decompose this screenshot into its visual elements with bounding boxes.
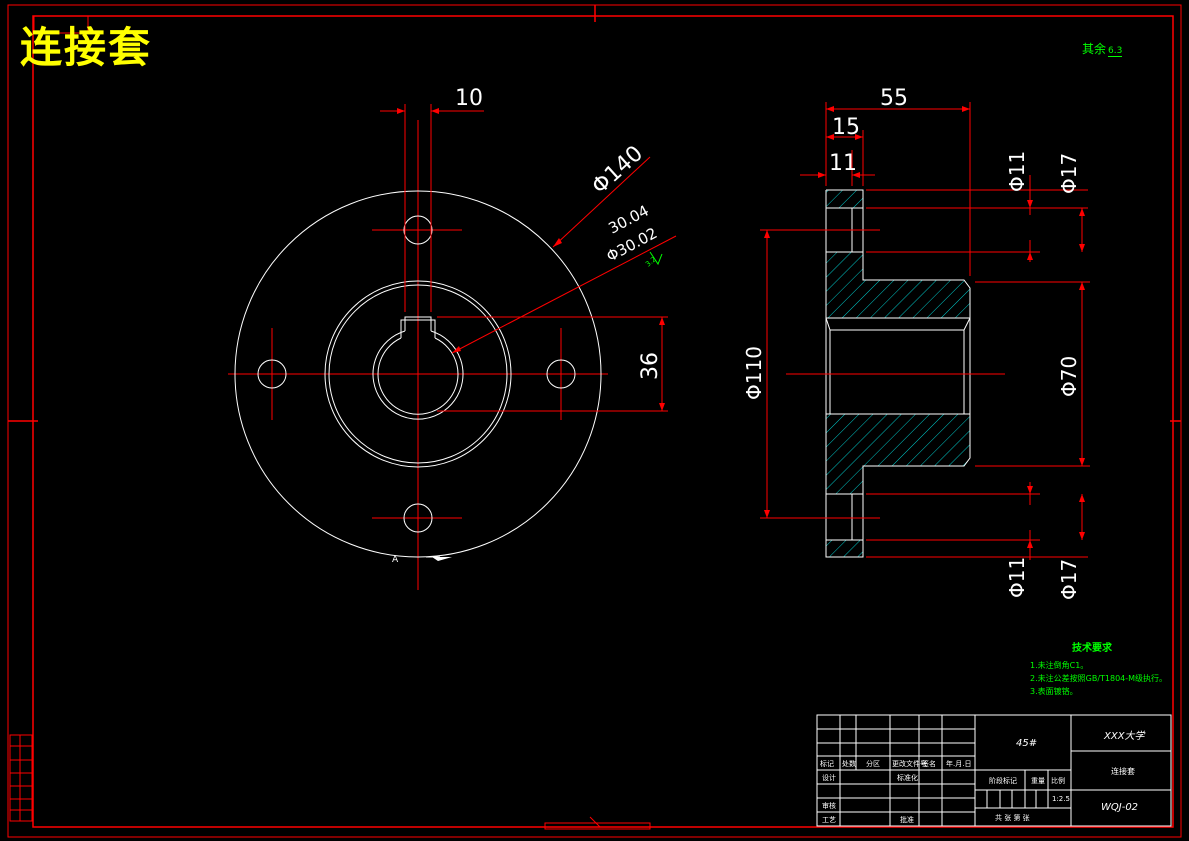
tb-stage-mark: 阶段标记 [989, 777, 1017, 785]
tb-process: 工艺 [822, 816, 836, 824]
dim-cbore-dia-top: Φ17 [1057, 153, 1081, 194]
tb-date: 年.月.日 [946, 760, 972, 768]
tb-sign: 签名 [922, 760, 936, 768]
dim-hub-dia: Φ70 [1057, 356, 1081, 397]
dim-key-depth: 36 [638, 352, 663, 380]
technical-requirements: 技术要求 1.未注倒角C1。 2.未注公差按照GB/T1804-M级执行。 3.… [1030, 642, 1167, 698]
tb-check: 审核 [822, 802, 836, 810]
tb-zone: 分区 [866, 760, 880, 768]
tb-part-name: 连接套 [1111, 767, 1135, 776]
tb-count: 处数 [842, 760, 856, 768]
dim-hole-depth: 11 [829, 151, 857, 176]
left-strip-table [9, 734, 33, 822]
tb-weight: 重量 [1031, 777, 1045, 785]
tb-change-doc: 更改文件号 [892, 760, 927, 768]
title-block-grid [816, 714, 1172, 827]
dim-total-length: 55 [880, 86, 908, 111]
dim-hole-dia-top: Φ11 [1005, 151, 1029, 192]
bore-roughness: 3.2 [644, 255, 658, 268]
sheet-border [7, 4, 1182, 838]
tb-standardize: 标准化 [897, 774, 918, 782]
drawing-title: 连接套 [20, 23, 153, 72]
tb-mark: 标记 [820, 760, 834, 768]
tb-drawing-no: WQJ-02 [1101, 802, 1139, 813]
tb-material: 45# [1016, 738, 1038, 749]
front-view [228, 104, 677, 590]
tech-heading: 技术要求 [1072, 643, 1112, 654]
tb-scale: 1:2.5 [1052, 795, 1070, 803]
dim-cbore-dia-bottom: Φ17 [1057, 559, 1081, 600]
tb-school: XXX大学 [1104, 731, 1145, 742]
tb-sheets: 共 张 第 张 [995, 814, 1030, 822]
tech-item: 1.未注倒角C1。 [1030, 661, 1089, 670]
side-section-view [760, 102, 1090, 560]
tb-design: 设计 [822, 774, 836, 782]
roughness-note-label: 其余 [1082, 42, 1107, 56]
dim-keyway-width: 10 [455, 86, 483, 111]
tech-item: 2.未注公差按照GB/T1804-M级执行。 [1030, 674, 1168, 683]
dim-bolt-circle: Φ110 [742, 346, 766, 400]
roughness-note-value: 6.3 [1108, 46, 1123, 57]
tb-approve: 批准 [900, 816, 914, 824]
section-label: A [392, 555, 399, 565]
dim-flange-thickness: 15 [832, 115, 860, 140]
tb-ratio: 比例 [1051, 777, 1065, 785]
dim-outer-diameter: Φ140 [587, 141, 648, 199]
dim-hole-dia-bottom: Φ11 [1005, 557, 1029, 598]
tech-item: 3.表面镀铬。 [1030, 687, 1078, 696]
